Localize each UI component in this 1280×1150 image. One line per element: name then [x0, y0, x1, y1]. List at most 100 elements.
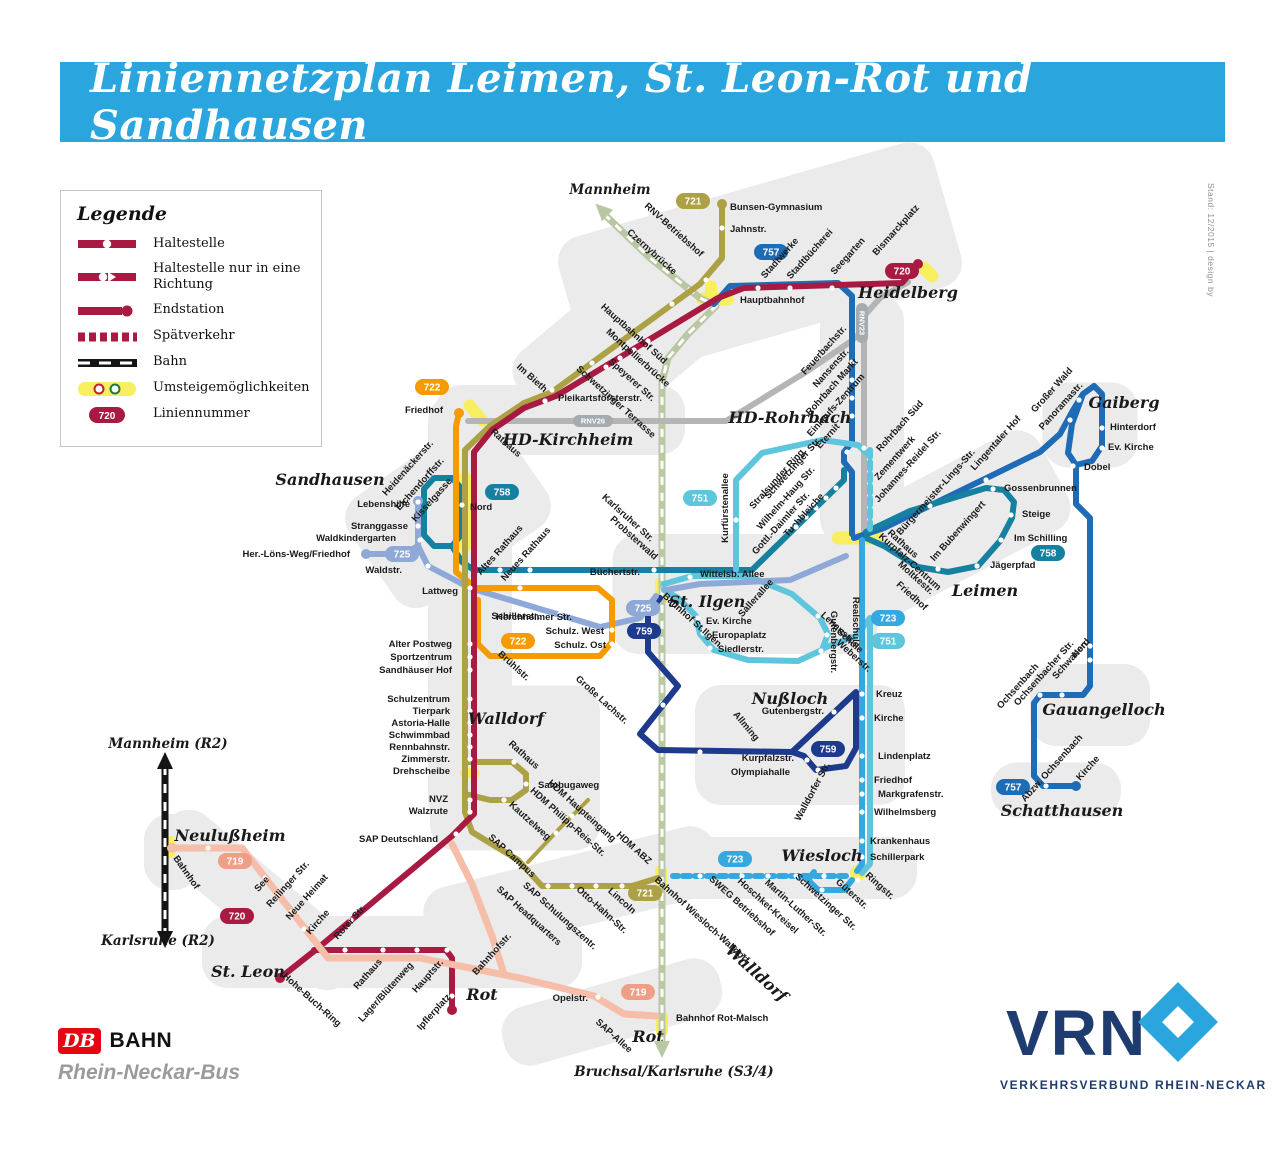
station-dot: [1087, 643, 1093, 649]
station-dot: [603, 364, 609, 370]
station-dot: [974, 563, 980, 569]
station-dot: [765, 873, 771, 879]
station-dot: [589, 360, 595, 366]
line-badge-label: 720: [229, 912, 246, 923]
line-badge-label: 723: [880, 614, 897, 625]
station-label: Bahnhof Rot-Malsch: [676, 1013, 769, 1024]
legend-title: Legende: [77, 203, 168, 225]
direction-arrow-icon: [654, 1041, 670, 1058]
direction-arrow-icon: [157, 931, 173, 948]
legend-item-endstation: Endstation: [77, 302, 305, 320]
station-label: Markgrafenstr.: [878, 789, 943, 800]
station-dot: [859, 715, 865, 721]
station-dot: [425, 563, 431, 569]
station-dot: [1070, 463, 1076, 469]
station-label: Hinterdorf: [1110, 422, 1157, 433]
end-station-dot: [717, 199, 727, 209]
station-dot: [823, 495, 829, 501]
line-badge: [856, 303, 868, 343]
station-dot: [660, 702, 666, 708]
station-dot: [804, 757, 810, 763]
station-dot: [275, 892, 281, 898]
station-label: Dobel: [1084, 462, 1110, 473]
line-badge-label: 758: [1040, 549, 1057, 560]
endstation-icon: [78, 305, 133, 316]
station-label: Schillerstr.: [491, 611, 540, 622]
station-dot: [844, 449, 850, 455]
station-dot: [833, 485, 839, 491]
station-dot: [687, 574, 693, 580]
station-label: Sandhäuser Hof: [379, 665, 453, 676]
station-dot: [1076, 397, 1082, 403]
region-shade: [991, 762, 1121, 818]
line-badge-label: 725: [394, 550, 411, 561]
station-label: Schwimmbad: [389, 730, 450, 741]
station-label: Lattweg: [422, 586, 458, 597]
station-dot: [803, 514, 809, 520]
line-l723a: [854, 537, 865, 874]
line-l751d: [821, 615, 873, 876]
station-label: Kreuz: [876, 689, 903, 700]
station-dot: [1099, 425, 1105, 431]
station-dot: [1008, 512, 1014, 518]
station-dot: [831, 709, 837, 715]
station-dot: [990, 486, 996, 492]
station-dot: [348, 917, 354, 923]
station-dot: [849, 413, 855, 419]
line-l725b: [415, 498, 659, 630]
town-label: St. Leon: [211, 962, 285, 981]
station-label: Alter Postweg: [389, 639, 453, 650]
station-label: SAP Deutschland: [359, 834, 438, 845]
station-dot: [467, 708, 473, 714]
line-badge-label: 719: [630, 988, 647, 999]
town-label: HD-Rohrbach: [728, 408, 852, 427]
station-label: Walzrute: [409, 806, 448, 817]
line-badge-label: 722: [510, 637, 527, 648]
region-shade: [501, 958, 723, 1066]
station-dot: [700, 630, 706, 636]
station-dot: [262, 875, 268, 881]
station-dot: [569, 883, 575, 889]
station-dot: [739, 873, 745, 879]
legend-item-bahn: Bahn: [77, 354, 305, 372]
station-dot: [501, 797, 507, 803]
station-dot: [467, 667, 473, 673]
station-dot: [459, 502, 465, 508]
line-badge: [871, 633, 905, 649]
line-badge: [676, 193, 710, 209]
line-l758b: [449, 467, 847, 573]
station-dot: [557, 611, 563, 617]
station-dot: [998, 537, 1004, 543]
line-badge: [385, 546, 419, 562]
line-badge: [485, 484, 519, 500]
station-dot: [1037, 692, 1043, 698]
destination-label: Bruchsal/Karlsruhe (S3/4): [573, 1064, 773, 1080]
station-label: Friedhof: [874, 775, 913, 786]
station-label: Krankenhaus: [870, 836, 930, 847]
station-dot: [859, 809, 865, 815]
station-dot: [849, 395, 855, 401]
station-label: Büchertstr.: [590, 567, 640, 578]
station-label: Pleikartsförsterstr.: [558, 393, 642, 404]
station-dot: [631, 347, 637, 353]
map-stand-note: Stand: 12/2015 | design by: [1206, 183, 1216, 297]
vrn-diamond-icon: [1138, 982, 1218, 1062]
station-dot: [787, 285, 793, 291]
line-badge-label: 721: [637, 889, 654, 900]
station-dot: [1043, 783, 1049, 789]
town-label: Rot: [465, 985, 498, 1004]
station-dot: [813, 505, 819, 511]
line-badge: [627, 623, 661, 639]
station-dot: [859, 777, 865, 783]
station-dot: [527, 869, 533, 875]
station-label: Schulz. Ost: [554, 640, 607, 651]
interchange-pill: [917, 261, 939, 283]
station-dot: [467, 654, 473, 660]
town-label: Leimen: [951, 581, 1018, 600]
line-l720c: [277, 945, 321, 981]
station-label: Gutenbergstr.: [762, 706, 824, 717]
station-dot: [415, 499, 421, 505]
line-badge: [220, 908, 254, 924]
station-label: Jahnstr.: [730, 224, 766, 235]
station-dot: [527, 567, 533, 573]
